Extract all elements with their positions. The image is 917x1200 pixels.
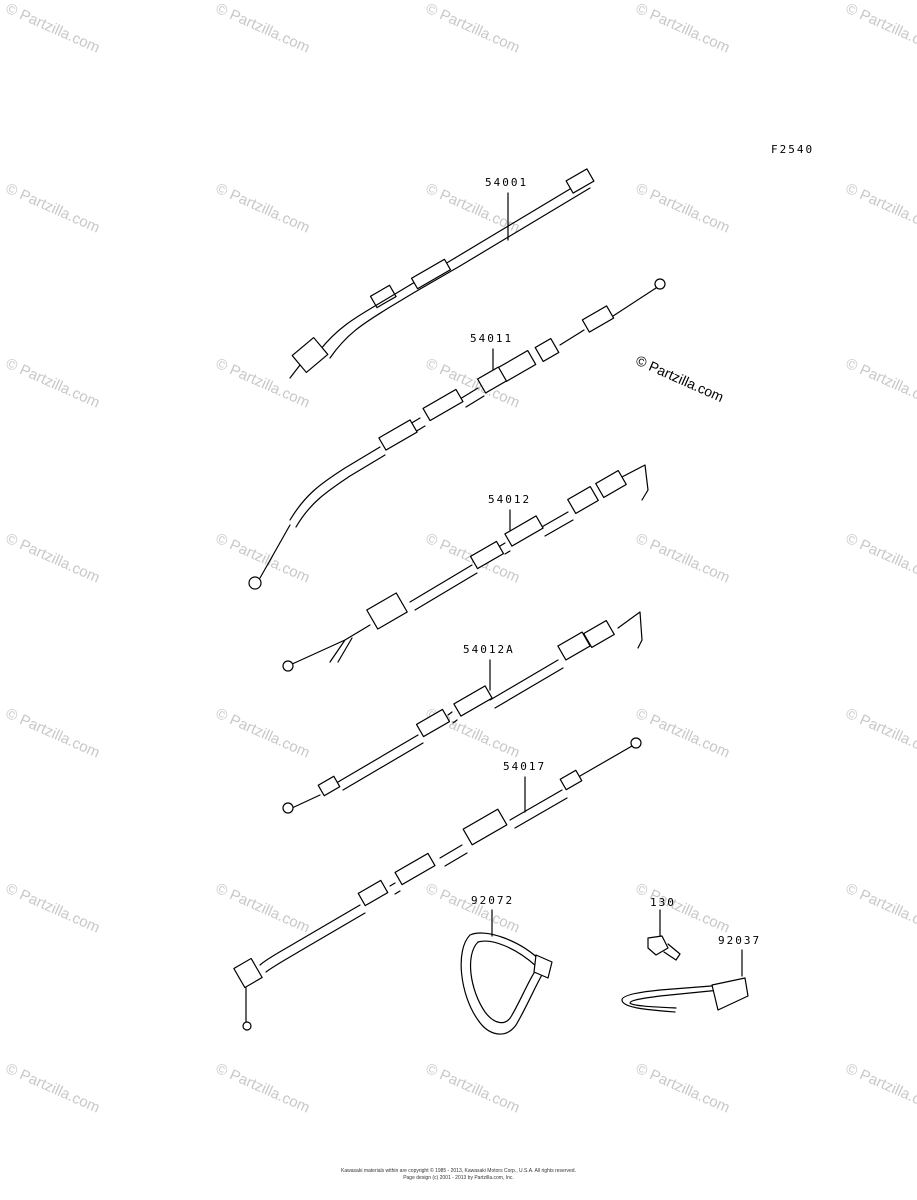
part-label-92072[interactable]: 92072 <box>471 894 515 907</box>
part-label-54012a[interactable]: 54012A <box>463 643 515 656</box>
part-label-54012[interactable]: 54012 <box>488 493 532 506</box>
part-label-54017[interactable]: 54017 <box>503 760 547 773</box>
copyright-line-1: Kawasaki materials within are copyright … <box>341 1168 576 1174</box>
clamp-92037[interactable] <box>621 949 749 1013</box>
cable-54011[interactable] <box>248 278 666 590</box>
part-label-54011[interactable]: 54011 <box>470 332 514 345</box>
part-label-92037[interactable]: 92037 <box>718 934 762 947</box>
bolt-130[interactable] <box>647 909 681 961</box>
part-label-54001[interactable]: 54001 <box>485 176 529 189</box>
band-92072[interactable] <box>460 909 553 1035</box>
cable-54001[interactable] <box>289 168 595 379</box>
cable-54012[interactable] <box>282 464 649 672</box>
copyright-line-2: Page design (c) 2001 - 2013 by Partzilla… <box>403 1175 514 1181</box>
cable-54012a[interactable] <box>282 611 643 814</box>
cable-54017[interactable] <box>233 737 642 1031</box>
part-label-130[interactable]: 130 <box>650 896 676 909</box>
figure-code: F2540 <box>771 143 815 156</box>
